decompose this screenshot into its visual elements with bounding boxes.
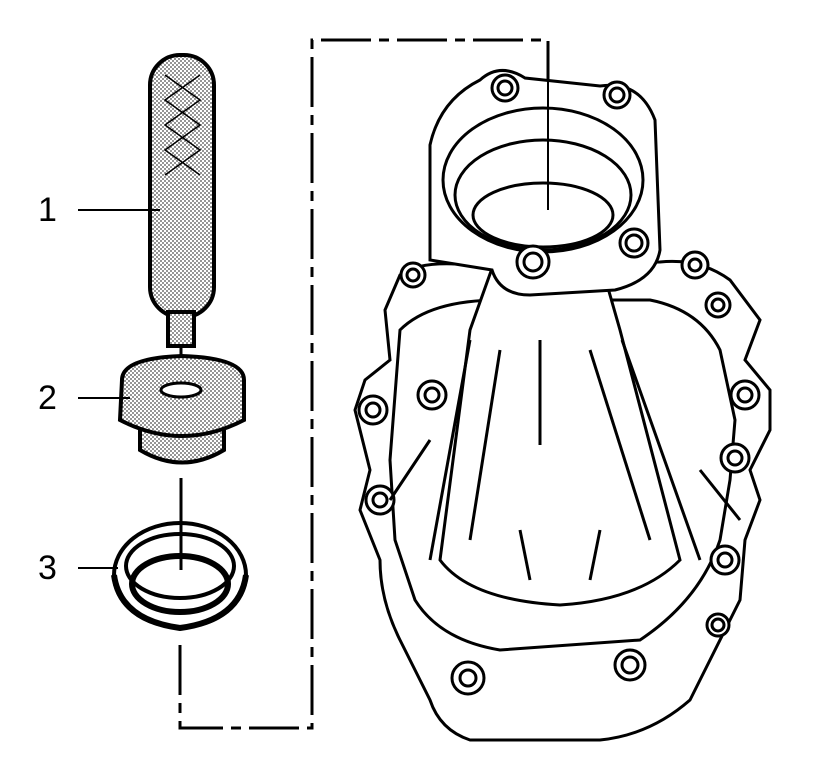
- callout-3: 3: [38, 549, 57, 587]
- installer-tool: [148, 53, 216, 395]
- oil-seal: [111, 521, 249, 632]
- alignment-dashed-line: [178, 38, 550, 730]
- callout-1: 1: [38, 191, 57, 229]
- callout-2: 2: [38, 379, 57, 417]
- installer-handle: [117, 353, 246, 570]
- extension-housing: [353, 69, 772, 742]
- callout-leaders: [78, 209, 160, 569]
